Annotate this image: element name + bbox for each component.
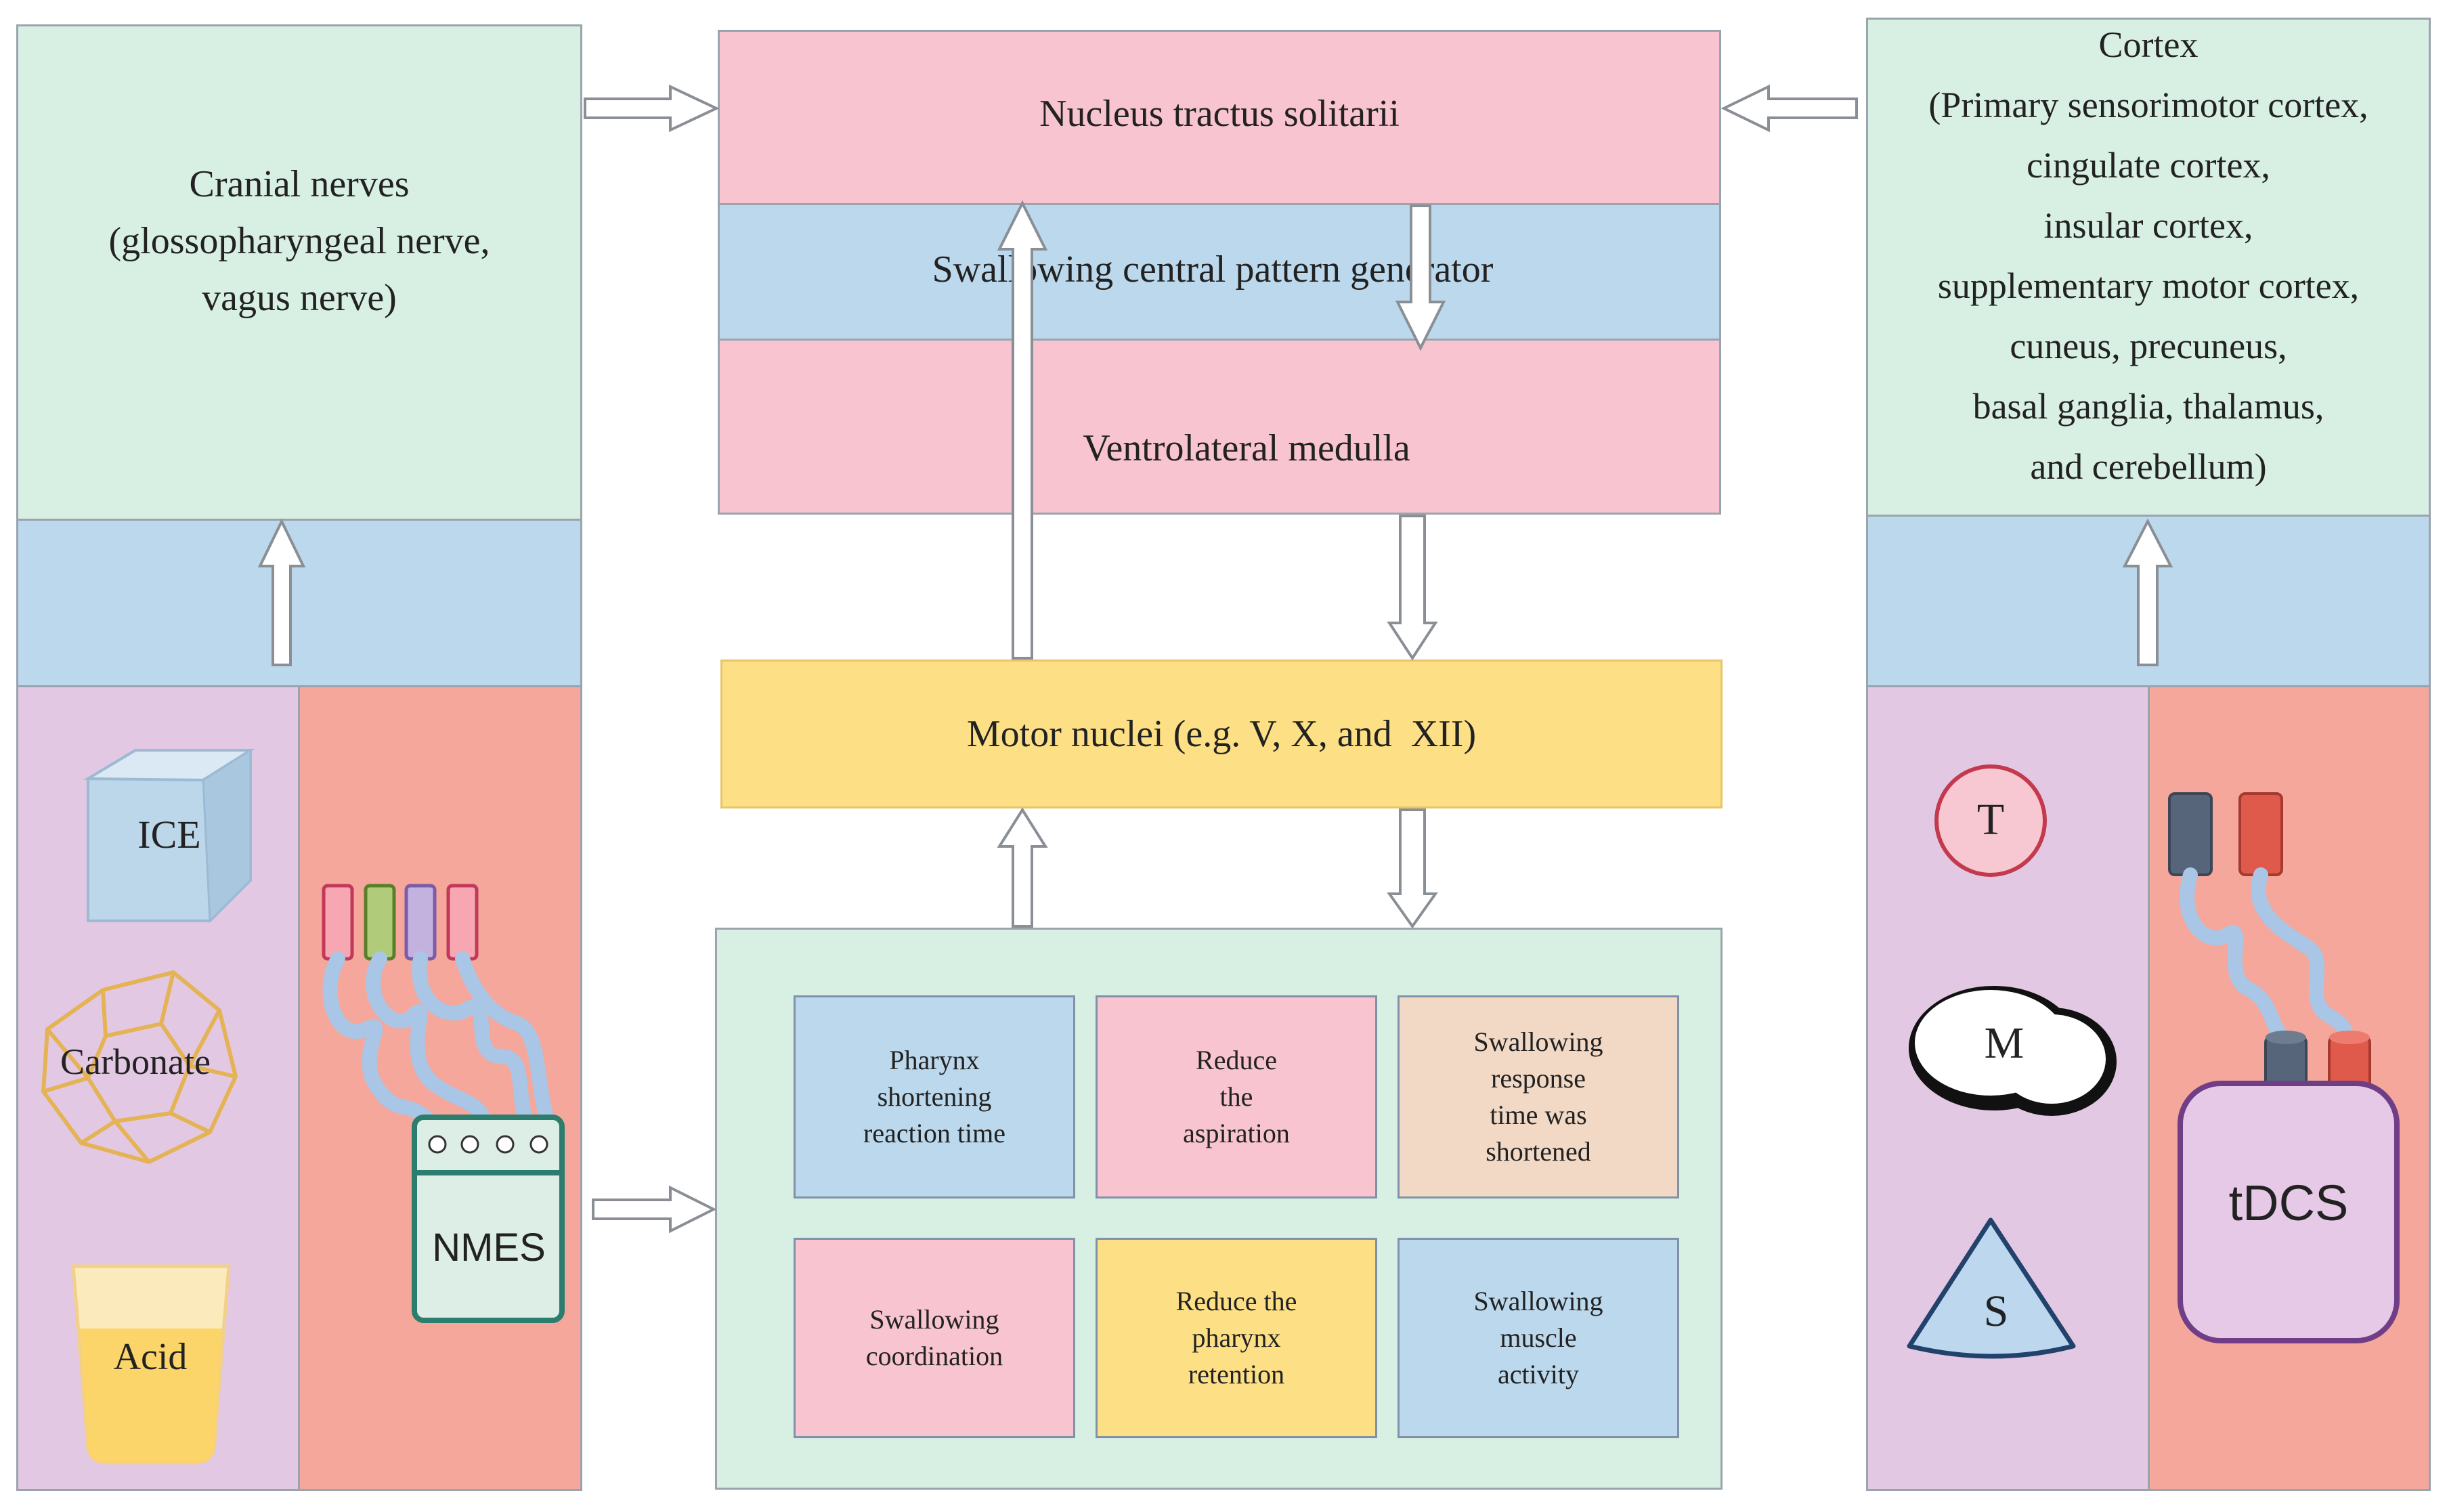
motor-nuclei-label: Motor nuclei (e.g. V, X, and XII) (966, 713, 1477, 755)
ice-cube-icon (83, 748, 255, 924)
cortex-box (1866, 18, 2431, 517)
outcome-muscle-activity: Swallowing muscle activity (1398, 1238, 1679, 1438)
nts-label: Nucleus tractus solitarii (1039, 93, 1400, 135)
t-label: T (1977, 795, 2004, 844)
arrow-nts-to-vlm (1395, 204, 1446, 351)
arrow-vlm-to-motor (1387, 515, 1438, 661)
vlm-box (718, 339, 1721, 515)
carbonate-polyhedron-icon (41, 970, 238, 1165)
circle-t-icon (1934, 764, 2047, 877)
outcome-pharynx-shortening: Pharynx shortening reaction time (794, 995, 1075, 1198)
nmes-label: NMES (432, 1226, 546, 1270)
outcome-reduce-aspiration: Reduce the aspiration (1096, 995, 1377, 1198)
arrow-motor-to-nts (997, 200, 1048, 660)
outcome-reduce-retention: Reduce the pharynx retention (1096, 1238, 1377, 1438)
m-label: M (1985, 1018, 2024, 1068)
carbonate-label: Carbonate (60, 1041, 211, 1082)
arrow-motor-to-outcomes (1387, 808, 1438, 929)
cpg-box (718, 203, 1721, 341)
acid-glass-icon (71, 1264, 231, 1465)
outcome-swallowing-coordination: Swallowing coordination (794, 1238, 1075, 1438)
nts-box (718, 30, 1721, 206)
arrow-cranial-to-nts (584, 84, 720, 133)
arrow-right-stimuli-up (2122, 518, 2173, 666)
tdcs-device-icon (2168, 792, 2400, 1343)
arrow-nmes-to-outcomes (592, 1185, 717, 1234)
motor-nuclei-box: Motor nuclei (e.g. V, X, and XII) (720, 660, 1723, 808)
cone-s-icon (1907, 1217, 2076, 1359)
arrow-cortex-to-nts (1720, 84, 1858, 133)
cranial-nerves-label: Cranial nerves (glossopharyngeal nerve, … (108, 163, 490, 319)
cloud-m-icon (1909, 986, 2117, 1116)
vlm-label: Ventrolateral medulla (1083, 427, 1410, 469)
acid-label: Acid (114, 1336, 188, 1378)
nmes-device-icon (322, 884, 565, 1323)
outcome-response-time: Swallowing response time was shortened (1398, 995, 1679, 1198)
s-label: S (1984, 1287, 2009, 1336)
cortex-label: Cortex (Primary sensorimotor cortex, cin… (1928, 24, 2368, 487)
cranial-nerves-box (16, 24, 582, 521)
tdcs-label: tDCS (2229, 1175, 2349, 1231)
arrow-left-stimuli-up (257, 518, 306, 666)
ice-label: ICE (137, 813, 200, 857)
arrow-outcomes-to-motor (997, 807, 1048, 928)
